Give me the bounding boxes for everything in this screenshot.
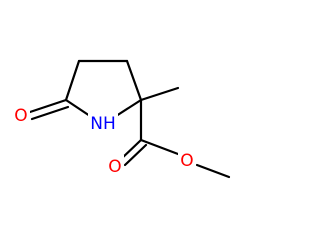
molecule-structure-diagram: O NH O O [12, 59, 231, 179]
ester-ether-oxygen-label: O [180, 151, 193, 171]
bond-ether-oxygen-methyl [195, 163, 231, 179]
ring-oxygen-label-background [12, 104, 30, 126]
bond-c5-o-double-1 [28, 98, 68, 114]
ring-nitrogen-label: NH [90, 114, 116, 134]
molecule-structure-canvas: O NH O O [12, 59, 231, 179]
ester-carbonyl-oxygen-label-background [106, 155, 124, 177]
ester-ether-oxygen-label-background [178, 149, 196, 171]
bond-c3-c2 [125, 59, 143, 102]
bond-c5-c4 [64, 59, 81, 102]
ester-carbonyl-oxygen-label: O [108, 157, 121, 177]
ring-nitrogen-label-background [88, 111, 118, 133]
bond-c2-methyl [139, 86, 180, 102]
bond-ester-carbon-ether-oxygen [139, 138, 180, 156]
bond-ester-carbonyl-double-2 [123, 143, 148, 167]
ring-oxygen-label: O [14, 106, 27, 126]
bond-c5-o-double-2 [30, 105, 70, 121]
